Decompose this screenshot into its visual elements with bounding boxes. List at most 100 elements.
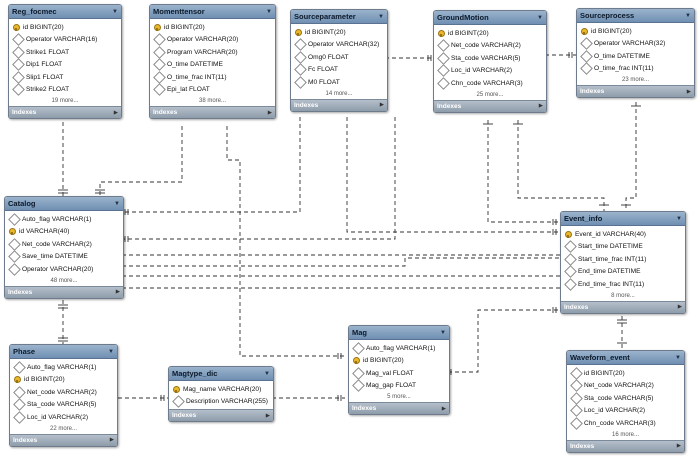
column-row[interactable]: Start_time_frac INT(11) — [561, 252, 685, 266]
column-row[interactable]: Net_code VARCHAR(2) — [5, 237, 123, 251]
column-row[interactable]: Mag_name VARCHAR(20) — [169, 383, 273, 396]
indexes-bar[interactable]: Indexes▶ — [150, 106, 275, 118]
collapse-arrow-icon[interactable]: ▼ — [266, 8, 272, 15]
column-row[interactable]: Strike1 FLOAT — [9, 45, 121, 59]
column-row[interactable]: Mag_gap FLOAT — [349, 379, 449, 393]
column-row[interactable]: Loc_id VARCHAR(2) — [434, 64, 546, 78]
column-row[interactable]: id BIGINT(20) — [349, 355, 449, 368]
column-row[interactable]: O_time DATETIME — [150, 58, 275, 72]
column-row[interactable]: Net_code VARCHAR(2) — [567, 379, 684, 393]
table-header[interactable]: Event_info▼ — [561, 212, 685, 226]
table-header[interactable]: Sourceprocess▼ — [577, 9, 694, 23]
more-columns-text[interactable]: 23 more... — [621, 77, 649, 83]
column-row[interactable]: Chn_code VARCHAR(3) — [567, 416, 684, 430]
more-columns-text[interactable]: 19 more... — [51, 98, 79, 104]
table-reg-focmec[interactable]: Reg_focmec▼id BIGINT(20)Operator VARCHAR… — [8, 4, 122, 119]
column-row[interactable]: Net_code VARCHAR(2) — [10, 385, 117, 399]
table-event-info[interactable]: Event_info▼Event_id VARCHAR(40)Start_tim… — [560, 211, 686, 314]
expand-arrow-icon[interactable]: ▶ — [686, 88, 691, 95]
table-catalog[interactable]: Catalog▼Auto_flag VARCHAR(1)id VARCHAR(4… — [4, 196, 124, 299]
collapse-arrow-icon[interactable]: ▼ — [440, 329, 446, 336]
column-row[interactable]: Slip1 FLOAT — [9, 70, 121, 84]
indexes-bar[interactable]: Indexes▶ — [561, 300, 685, 313]
column-row[interactable]: id BIGINT(20) — [150, 21, 275, 34]
expand-arrow-icon[interactable]: ▶ — [379, 102, 384, 108]
indexes-bar[interactable]: Indexes▶ — [349, 402, 449, 414]
table-momenttensor[interactable]: Momenttensor▼ id BIGINT(20)Operator VARCH… — [149, 4, 276, 119]
column-row[interactable]: Auto_flag VARCHAR(1) — [5, 212, 123, 226]
column-row[interactable]: O_time_frac INT(11) — [577, 62, 694, 76]
column-row[interactable]: Loc_id VARCHAR(2) — [10, 410, 117, 424]
table-groundmotion[interactable]: GroundMotion▼ id BIGINT(20)Net_code VARCH… — [433, 10, 547, 113]
column-row[interactable]: id BIGINT(20) — [291, 26, 387, 39]
column-row[interactable]: Program VARCHAR(20) — [150, 45, 275, 59]
table-header[interactable]: Waveform_event▼ — [567, 351, 684, 365]
table-header[interactable]: Reg_focmec▼ — [9, 5, 121, 19]
column-row[interactable]: O_time_frac INT(11) — [150, 70, 275, 84]
column-row[interactable]: id BIGINT(20) — [9, 21, 121, 34]
more-columns-text[interactable]: 8 more... — [611, 292, 635, 299]
column-row[interactable]: Start_time DATETIME — [561, 240, 685, 254]
more-columns-text[interactable]: 22 more... — [49, 425, 77, 432]
expand-arrow-icon[interactable]: ▶ — [676, 443, 681, 449]
expand-arrow-icon[interactable]: ▶ — [113, 109, 118, 116]
column-row[interactable]: Operator VARCHAR(20) — [5, 262, 123, 276]
table-header[interactable]: Phase▼ — [10, 345, 117, 359]
column-row[interactable]: id BIGINT(20) — [434, 27, 546, 40]
table-sourceprocess[interactable]: Sourceprocess▼ id BIGINT(20)Operator VARC… — [576, 8, 695, 98]
column-row[interactable]: Operator VARCHAR(20) — [150, 33, 275, 47]
expand-arrow-icon[interactable]: ▶ — [115, 289, 120, 295]
column-row[interactable]: Auto_flag VARCHAR(1) — [10, 360, 117, 374]
expand-arrow-icon[interactable]: ▶ — [265, 412, 270, 419]
more-columns-text[interactable]: 48 more... — [50, 277, 78, 284]
expand-arrow-icon[interactable]: ▶ — [267, 109, 272, 116]
column-row[interactable]: Operator VARCHAR(16) — [9, 33, 121, 47]
column-row[interactable]: Operator VARCHAR(32) — [291, 38, 387, 52]
column-row[interactable]: Mag_val FLOAT — [349, 366, 449, 380]
table-header[interactable]: Sourceparameter▼ — [291, 10, 387, 24]
column-row[interactable]: Event_id VARCHAR(40) — [561, 228, 685, 241]
column-row[interactable]: O_time DATETIME — [577, 49, 694, 63]
column-row[interactable]: Omg0 FLOAT — [291, 50, 387, 64]
collapse-arrow-icon[interactable]: ▼ — [114, 200, 120, 207]
indexes-bar[interactable]: Indexes▶ — [5, 285, 123, 298]
column-row[interactable]: id BIGINT(20) — [577, 25, 694, 38]
table-header[interactable]: Mag▼ — [349, 326, 449, 340]
collapse-arrow-icon[interactable]: ▼ — [378, 13, 384, 20]
table-phase[interactable]: Phase▼Auto_flag VARCHAR(1)id BIGINT(20)N… — [9, 344, 118, 447]
collapse-arrow-icon[interactable]: ▼ — [108, 348, 114, 355]
column-row[interactable]: Description VARCHAR(255) — [169, 395, 273, 409]
expand-arrow-icon[interactable]: ▶ — [441, 405, 446, 412]
table-header[interactable]: Momenttensor▼ — [150, 5, 275, 19]
table-header[interactable]: Magtype_dic▼ — [169, 367, 273, 381]
column-row[interactable]: Operator VARCHAR(32) — [577, 37, 694, 51]
indexes-bar[interactable]: Indexes▶ — [169, 409, 273, 421]
table-header[interactable]: GroundMotion▼ — [434, 11, 546, 25]
indexes-bar[interactable]: Indexes▶ — [10, 433, 117, 446]
column-row[interactable]: Save_time DATETIME — [5, 250, 123, 264]
column-row[interactable]: id BIGINT(20) — [10, 374, 117, 387]
table-mag[interactable]: Mag▼Auto_flag VARCHAR(1)id BIGINT(20)Mag… — [348, 325, 450, 415]
expand-arrow-icon[interactable]: ▶ — [677, 304, 682, 310]
more-columns-text[interactable]: 25 more... — [476, 91, 504, 98]
column-row[interactable]: id BIGINT(20) — [567, 366, 684, 380]
column-row[interactable]: M0 FLOAT — [291, 75, 387, 89]
collapse-arrow-icon[interactable]: ▼ — [537, 14, 543, 21]
column-row[interactable]: Chn_code VARCHAR(3) — [434, 76, 546, 90]
column-row[interactable]: Net_code VARCHAR(2) — [434, 39, 546, 53]
more-columns-text[interactable]: 14 more... — [325, 90, 353, 97]
column-row[interactable]: Auto_flag VARCHAR(1) — [349, 341, 449, 355]
column-row[interactable]: Loc_id VARCHAR(2) — [567, 404, 684, 418]
indexes-bar[interactable]: Indexes▶ — [9, 106, 121, 118]
column-row[interactable]: Strike2 FLOAT — [9, 83, 121, 97]
column-row[interactable]: Fc FLOAT — [291, 63, 387, 77]
column-row[interactable]: End_time DATETIME — [561, 265, 685, 279]
column-row[interactable]: id VARCHAR(40) — [5, 226, 123, 239]
table-header[interactable]: Catalog▼ — [5, 197, 123, 211]
column-row[interactable]: Sta_code VARCHAR(5) — [567, 391, 684, 405]
table-sourceparameter[interactable]: Sourceparameter▼ id BIGINT(20)Operator VA… — [290, 9, 388, 112]
column-row[interactable]: Sta_code VARCHAR(5) — [434, 51, 546, 65]
indexes-bar[interactable]: Indexes▶ — [434, 99, 546, 112]
collapse-arrow-icon[interactable]: ▼ — [112, 8, 118, 15]
column-row[interactable]: Sta_code VARCHAR(5) — [10, 398, 117, 412]
